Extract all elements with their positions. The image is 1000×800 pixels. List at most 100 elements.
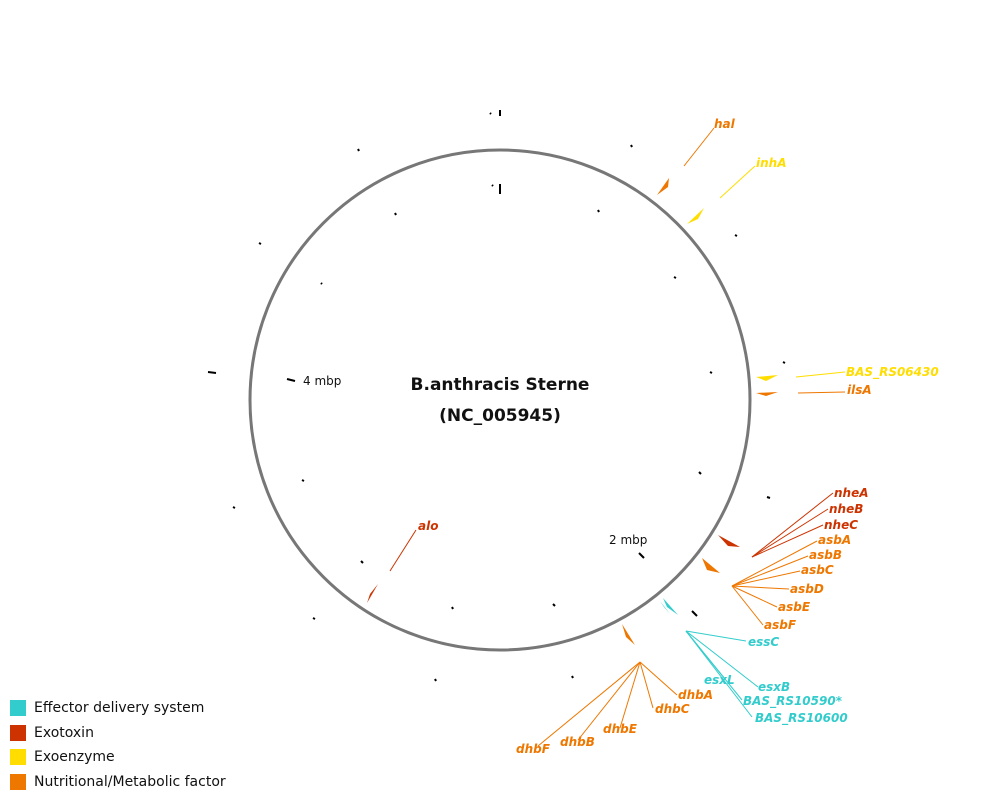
gene-label: dhbA (678, 688, 713, 702)
scale-tick (734, 234, 738, 237)
gene-label: BAS_RS10600 (755, 711, 848, 726)
scale-tick (394, 212, 397, 216)
scale-tick (451, 606, 454, 610)
leader-line (639, 661, 654, 709)
scale-tick (312, 617, 316, 620)
leader-line (731, 540, 818, 587)
leader-line (751, 524, 824, 558)
scale-tick (630, 144, 633, 148)
gene-label: BAS_RS10590* (743, 694, 843, 709)
scale-tick (489, 112, 492, 115)
gene-label: alo (418, 519, 438, 533)
scale-tick (301, 479, 305, 482)
leader-line (639, 661, 678, 696)
leader-line (537, 661, 641, 747)
leader-line (731, 585, 778, 608)
gene-label: BAS_RS06430 (846, 365, 939, 380)
gene-label: essC (748, 635, 779, 649)
leader-line (731, 555, 809, 587)
scale-tick (597, 209, 600, 213)
scale-tick (571, 675, 574, 679)
legend-swatch-nutritional (10, 774, 26, 790)
leader-line (797, 391, 846, 394)
legend: Effector delivery system Exotoxin Exoenz… (10, 698, 310, 796)
scale-tick (552, 603, 556, 607)
gene-label: inhA (756, 156, 787, 170)
leader-line (389, 529, 417, 572)
legend-item-exotoxin: Exotoxin (10, 723, 94, 743)
scale-tick (360, 560, 364, 564)
gene-marker-exoenzyme (687, 208, 704, 224)
gene-label: nheA (834, 486, 869, 500)
legend-swatch-exoenzyme (10, 749, 26, 765)
gene-label: asbA (818, 533, 851, 547)
leader-line (619, 661, 641, 729)
gene-label: dhbF (516, 742, 551, 756)
leader-line (795, 371, 846, 378)
gene-label: asbB (809, 548, 842, 562)
scale-tick (357, 148, 360, 152)
legend-swatch-exotoxin (10, 725, 26, 741)
scale-tick (638, 552, 645, 559)
gene-label: ilsA (847, 383, 872, 397)
legend-item-exoenzyme: Exoenzyme (10, 747, 115, 767)
gene-marker-exotoxin (718, 535, 740, 547)
scale-tick (491, 184, 494, 187)
gene-marker-exoenzyme (756, 375, 778, 381)
leader-line (751, 508, 829, 558)
scale-tick (232, 506, 236, 509)
gene-label: asbE (778, 600, 811, 614)
leader-line (685, 630, 759, 688)
leader-line (719, 165, 756, 199)
scale-tick (286, 378, 296, 382)
gene-annotations: halinhABAS_RS06430ilsAnheAnheBnheCasbAas… (367, 117, 939, 756)
scale-tick (782, 361, 786, 364)
tick-label-4mbp: 4 mbp (303, 374, 341, 388)
gene-label: asbD (790, 582, 824, 596)
scale-tick (434, 678, 437, 682)
gene-marker-effector (663, 598, 678, 615)
gene-label: hal (714, 117, 736, 131)
leader-line (685, 630, 747, 642)
scale-tick (207, 371, 217, 374)
gene-label: asbF (764, 618, 797, 632)
gene-label: nheB (829, 502, 863, 516)
leader-line (751, 492, 834, 558)
legend-label: Effector delivery system (34, 700, 205, 716)
gene-marker-exotoxin (367, 584, 378, 603)
leader-line (683, 127, 715, 167)
scale-tick (698, 471, 702, 475)
legend-label: Exotoxin (34, 725, 94, 741)
gene-label: dhbE (603, 722, 638, 736)
gene-marker-effector (660, 601, 670, 614)
genome-ring (248, 148, 752, 652)
gene-marker-nutritional (756, 392, 778, 396)
tick-label-2mbp: 2 mbp (609, 533, 647, 547)
scale-tick (320, 282, 323, 285)
gene-label: dhbC (655, 702, 690, 716)
gene-label: asbC (801, 563, 834, 577)
gene-label: esxB (758, 680, 790, 694)
scale-ticks (207, 110, 786, 682)
scale-tick (709, 371, 713, 374)
gene-label: esxL (704, 673, 735, 687)
gene-marker-nutritional (702, 558, 720, 573)
gene-marker-nutritional (657, 178, 669, 195)
legend-swatch-effector (10, 700, 26, 716)
gene-label: dhbB (560, 735, 595, 749)
gene-marker-nutritional (622, 624, 635, 645)
legend-label: Nutritional/Metabolic factor (34, 774, 226, 790)
genome-accession: (NC_005945) (439, 406, 561, 426)
leader-line (577, 661, 641, 741)
leader-line (731, 585, 790, 590)
scale-tick (258, 242, 262, 245)
leader-line (731, 585, 764, 626)
scale-tick (766, 496, 771, 499)
leader-line (685, 630, 753, 718)
scale-tick (673, 276, 677, 279)
genome-title: B.anthracis Sterne (411, 375, 590, 395)
legend-item-effector: Effector delivery system (10, 698, 204, 718)
legend-item-nutritional: Nutritional/Metabolic factor (10, 772, 226, 792)
gene-label: nheC (824, 518, 858, 532)
